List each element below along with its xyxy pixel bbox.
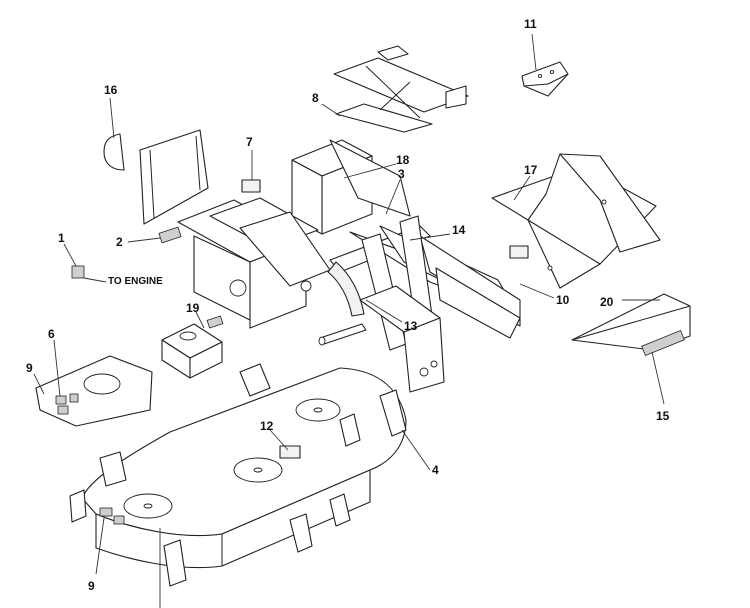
callout-1: 1 xyxy=(58,231,65,245)
callout-16: 16 xyxy=(104,83,118,97)
callout-20: 20 xyxy=(600,295,614,309)
part-16-shield xyxy=(103,129,209,225)
callout-4: 4 xyxy=(432,463,439,477)
leader-lines xyxy=(33,33,665,608)
callout-2: 2 xyxy=(116,235,123,249)
callout-8: 8 xyxy=(312,91,319,105)
callout-7: 7 xyxy=(246,135,253,149)
callout-19: 19 xyxy=(186,301,200,315)
callout-17: 17 xyxy=(524,163,538,177)
callout-14: 14 xyxy=(452,223,466,237)
part-8-cross-brace xyxy=(333,45,469,133)
part-6-left-plate xyxy=(35,355,153,427)
part-17-floor-pan xyxy=(491,153,661,289)
callout-9a: 9 xyxy=(26,361,33,375)
callout-18: 18 xyxy=(396,153,410,167)
part-11-bracket xyxy=(521,61,569,97)
callout-9b: 9 xyxy=(88,579,95,593)
part-7-plate xyxy=(241,179,261,193)
callout-10: 10 xyxy=(556,293,570,307)
part-20-cover xyxy=(571,293,691,351)
callout-15: 15 xyxy=(656,409,670,423)
label-to-engine: TO ENGINE xyxy=(108,276,163,287)
callout-13: 13 xyxy=(404,319,418,333)
part-1-decal xyxy=(71,265,85,279)
callout-3: 3 xyxy=(398,167,405,181)
callout-6: 6 xyxy=(48,327,55,341)
callout-numbers: 1 2 3 4 6 7 8 9 9 10 11 12 13 14 15 16 1… xyxy=(26,17,670,593)
part-2-decal xyxy=(158,226,182,244)
part-19-control-box xyxy=(161,315,224,379)
callout-11: 11 xyxy=(524,17,537,31)
main-frame xyxy=(177,139,521,393)
part-4-mower-deck xyxy=(69,363,407,587)
callout-12: 12 xyxy=(260,419,274,433)
part-15-decal xyxy=(641,329,685,357)
